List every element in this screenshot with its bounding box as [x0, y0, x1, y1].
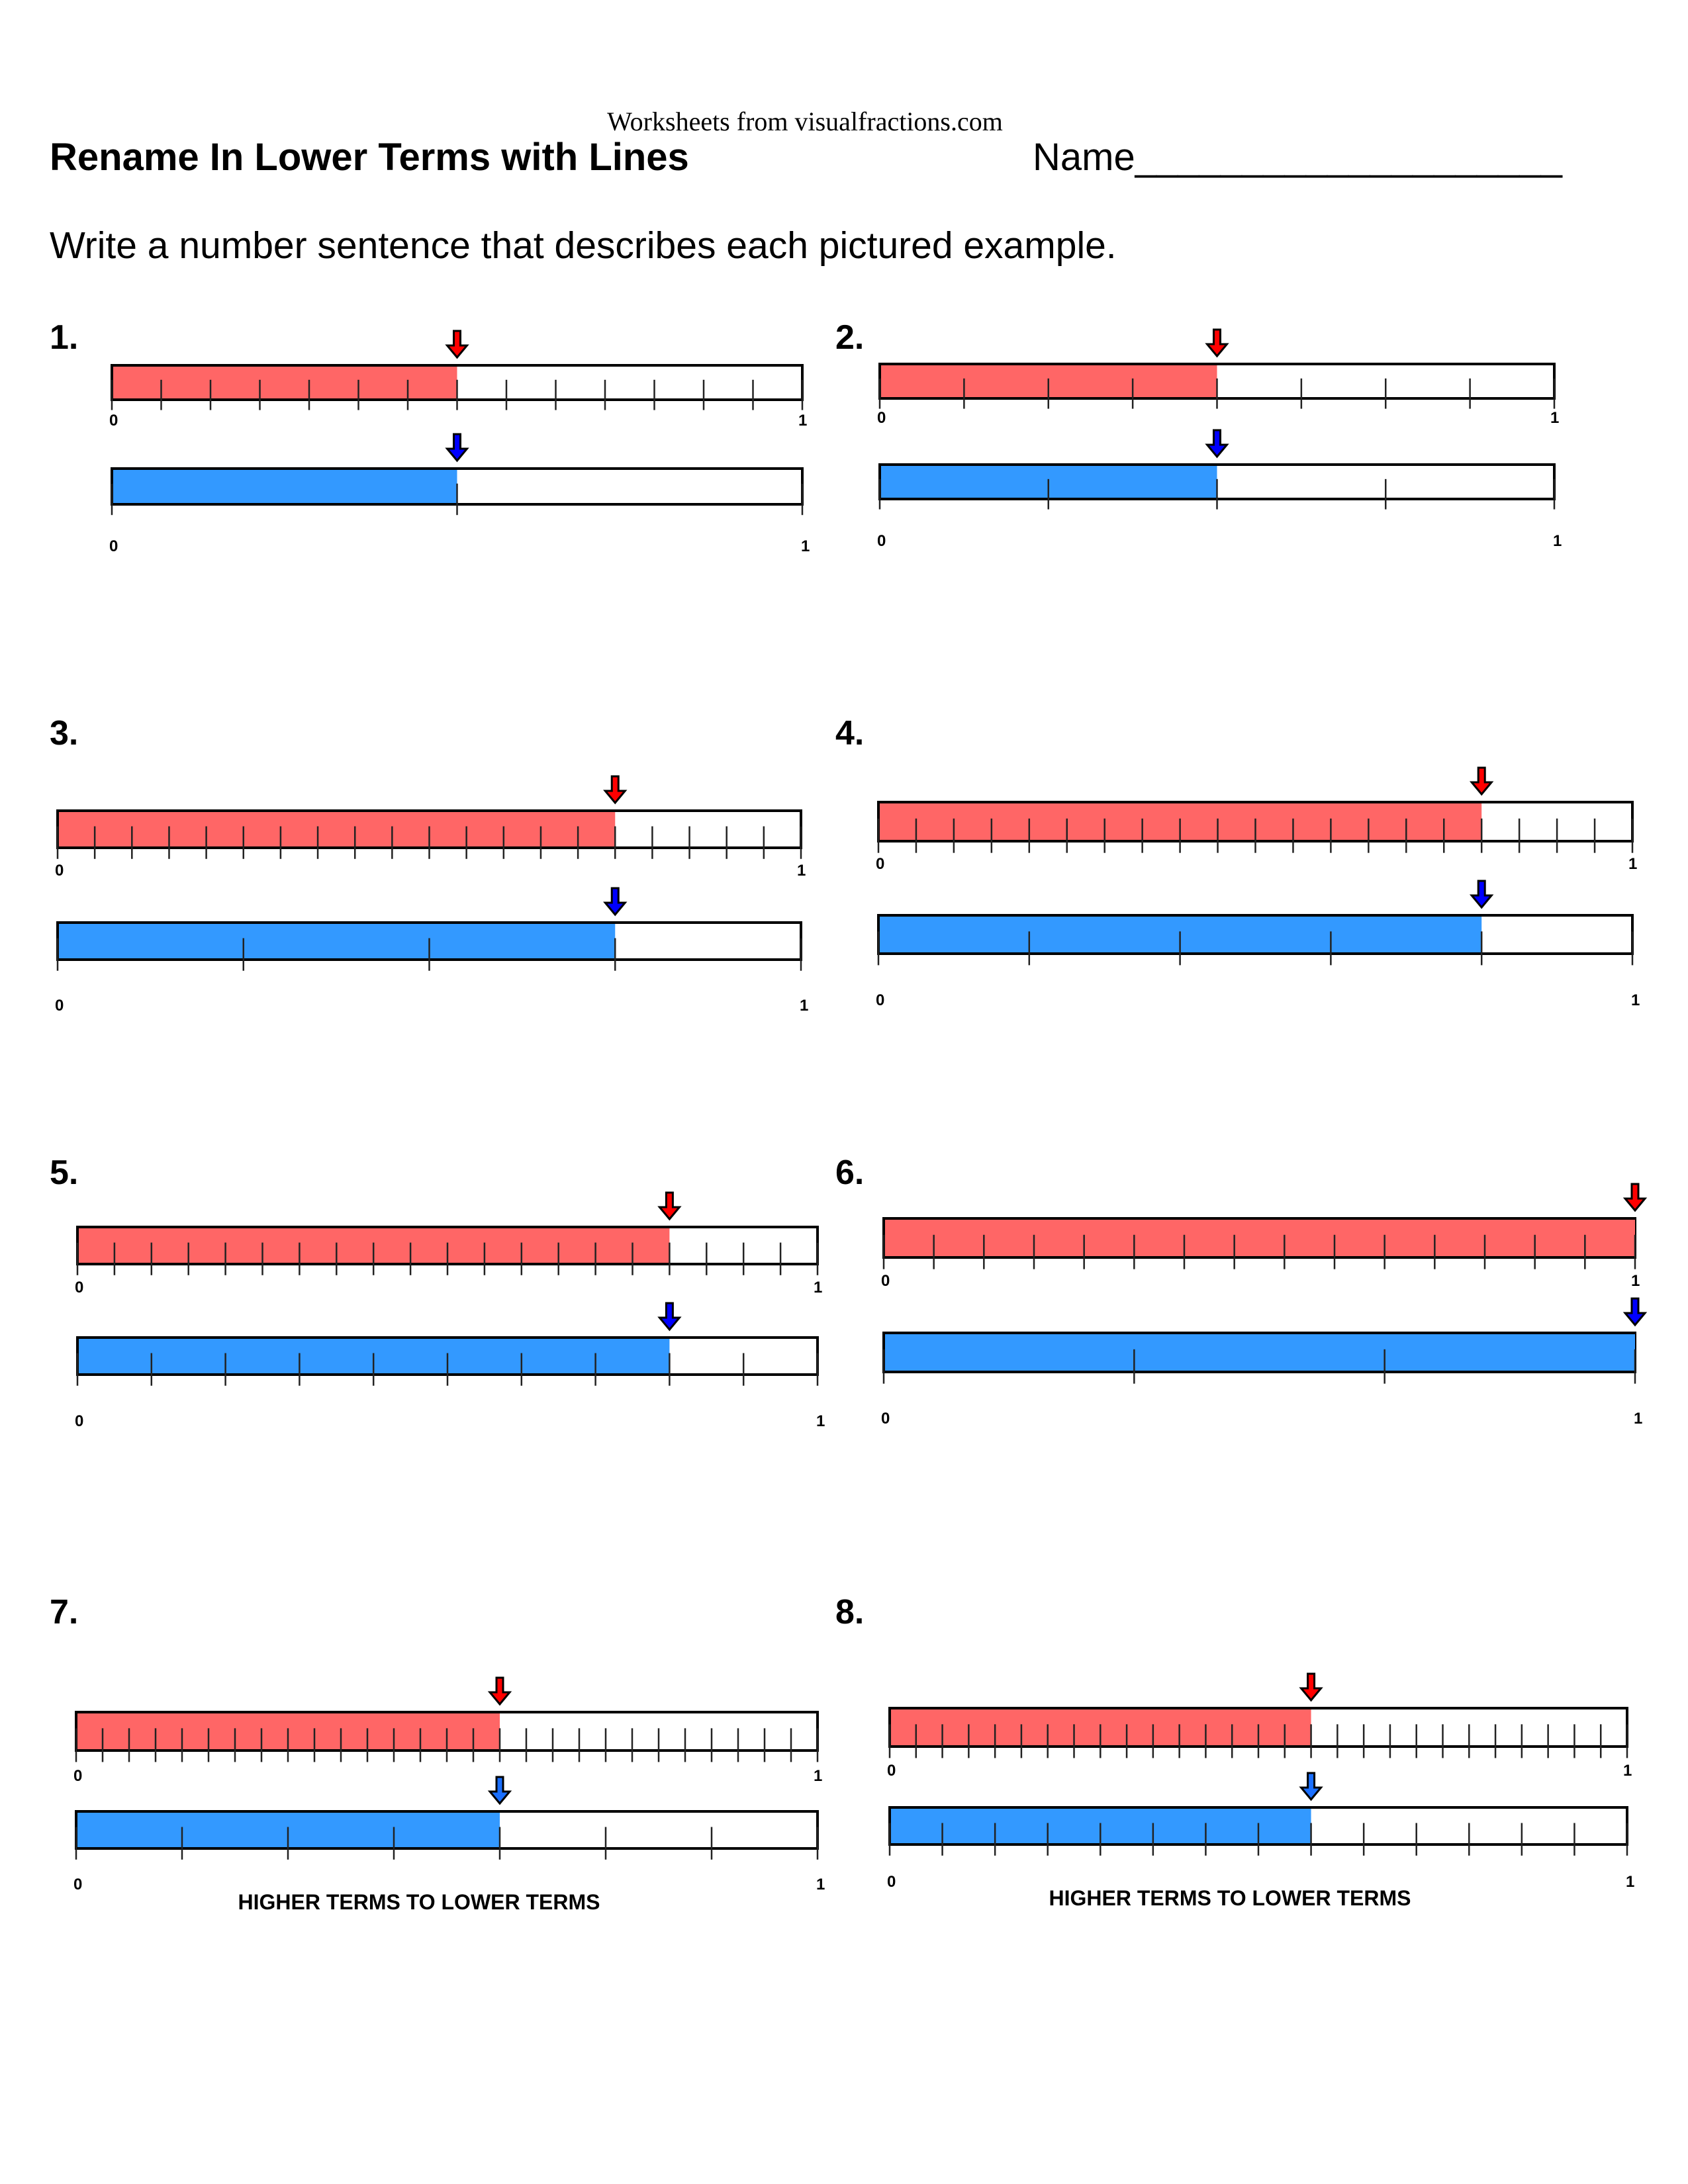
top-start-label: 0: [887, 1762, 896, 1780]
bottom-arrow-icon: [487, 1776, 512, 1805]
top-start-label: 0: [109, 412, 118, 430]
bottom-arrow-icon: [603, 887, 628, 917]
source-credit: Worksheets from visualfractions.com: [607, 107, 1003, 136]
top-arrow-icon: [487, 1676, 512, 1706]
problem-number: 1.: [50, 318, 79, 357]
bottom-start-label: 0: [73, 1876, 83, 1893]
bottom-end-label: 1: [1553, 532, 1562, 550]
top-bar-shaded: [885, 1220, 1635, 1256]
top-end-label: 1: [814, 1279, 823, 1297]
problem-number: 7.: [50, 1593, 79, 1631]
bottom-end-label: 1: [1634, 1410, 1643, 1428]
bottom-bar-shaded: [59, 924, 616, 958]
instructions: Write a number sentence that describes e…: [50, 224, 1117, 267]
bottom-start-label: 0: [55, 997, 64, 1015]
top-arrow-icon: [1299, 1672, 1323, 1702]
problem-number: 6.: [835, 1154, 865, 1192]
top-arrow-icon: [1622, 1183, 1648, 1212]
bottom-arrow-icon: [445, 433, 469, 463]
top-start-label: 0: [881, 1272, 890, 1290]
top-start-label: 0: [55, 862, 64, 880]
top-arrow-icon: [445, 330, 469, 359]
bottom-start-label: 0: [109, 537, 118, 555]
top-start-label: 0: [876, 855, 885, 873]
bottom-arrow-icon: [657, 1302, 682, 1332]
top-end-label: 1: [814, 1767, 823, 1785]
problem-number: 8.: [835, 1593, 865, 1631]
top-end-label: 1: [1550, 409, 1560, 427]
top-end-label: 1: [1623, 1762, 1632, 1780]
bottom-start-label: 0: [75, 1412, 84, 1430]
bottom-end-label: 1: [800, 997, 809, 1015]
problem-footer: HIGHER TERMS TO LOWER TERMS: [238, 1890, 600, 1914]
problem-number: 2.: [835, 318, 865, 357]
top-end-label: 1: [797, 862, 806, 880]
bottom-end-label: 1: [816, 1876, 825, 1893]
top-start-label: 0: [75, 1279, 84, 1297]
top-end-label: 1: [798, 412, 808, 430]
bottom-start-label: 0: [877, 532, 886, 550]
bottom-bar-shaded: [885, 1334, 1635, 1371]
problem-number: 4.: [835, 714, 865, 752]
bottom-start-label: 0: [876, 991, 885, 1009]
problem-number: 5.: [50, 1154, 79, 1192]
worksheet-title: Rename In Lower Terms with Lines: [50, 136, 689, 179]
bottom-end-label: 1: [801, 537, 810, 555]
top-arrow-icon: [1205, 328, 1229, 358]
top-arrow-icon: [657, 1191, 682, 1221]
bottom-arrow-icon: [1469, 880, 1494, 909]
top-arrow-icon: [603, 775, 628, 805]
top-start-label: 0: [73, 1767, 83, 1785]
top-end-label: 1: [1631, 1272, 1640, 1290]
top-arrow-icon: [1469, 766, 1494, 796]
bottom-arrow-icon: [1205, 429, 1229, 459]
bottom-end-label: 1: [816, 1412, 825, 1430]
bottom-arrow-icon: [1299, 1772, 1323, 1801]
top-end-label: 1: [1628, 855, 1638, 873]
top-bar-shaded: [113, 367, 457, 398]
bottom-end-label: 1: [1631, 991, 1640, 1009]
problem-footer: HIGHER TERMS TO LOWER TERMS: [1049, 1886, 1411, 1910]
bottom-end-label: 1: [1626, 1873, 1635, 1891]
name-field[interactable]: Name____________________: [1033, 136, 1562, 179]
top-start-label: 0: [877, 409, 886, 427]
bottom-bar-shaded: [113, 470, 457, 503]
bottom-start-label: 0: [887, 1873, 896, 1891]
problem-number: 3.: [50, 714, 79, 752]
top-bar-shaded: [59, 812, 616, 846]
bottom-arrow-icon: [1622, 1297, 1648, 1327]
bottom-start-label: 0: [881, 1410, 890, 1428]
